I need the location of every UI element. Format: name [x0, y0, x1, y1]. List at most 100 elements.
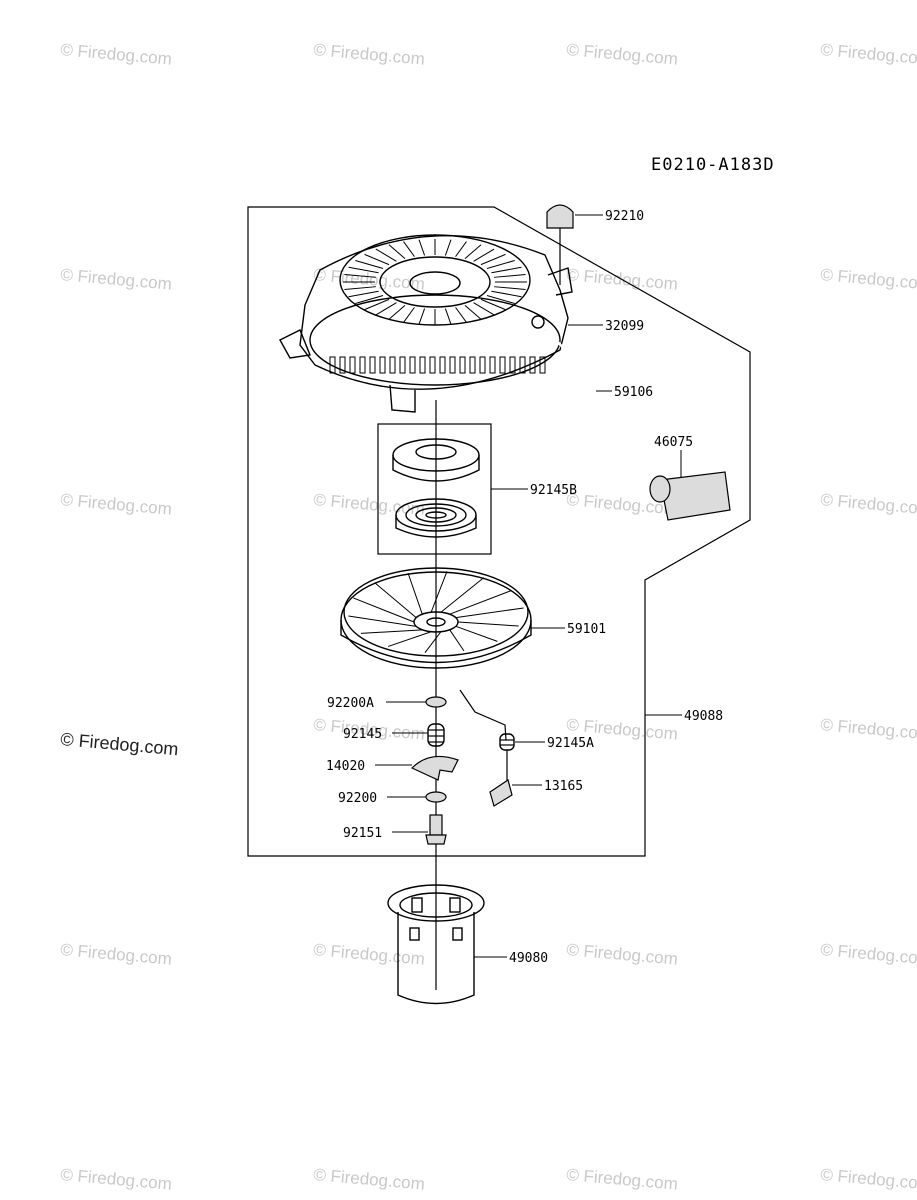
- watermark-text: © Firedog.com: [60, 490, 173, 519]
- cover-vent: [455, 241, 467, 257]
- callout-92145b[interactable]: 92145B: [530, 483, 577, 498]
- cover-vent: [455, 307, 467, 323]
- cover-side-slot: [509, 356, 516, 374]
- callout-92151[interactable]: 92151: [343, 826, 382, 841]
- cover-vent: [491, 266, 522, 274]
- cover-vent: [388, 305, 406, 320]
- cover-side-slot: [349, 356, 356, 374]
- callout-59101[interactable]: 59101: [567, 622, 606, 637]
- watermark-text: © Firedog.com: [820, 265, 917, 294]
- cover-vent: [486, 260, 515, 269]
- watermark-text: © Firedog.com: [60, 265, 173, 294]
- callout-13165[interactable]: 13165: [544, 779, 583, 794]
- watermark-text: © Firedog.com: [820, 940, 917, 969]
- watermark-layer: © Firedog.com © Firedog.com © Firedog.com ©…: [60, 40, 917, 1194]
- cover-side-slot: [529, 356, 536, 374]
- cover-side-slot: [439, 356, 446, 374]
- cover-vent: [355, 260, 384, 269]
- cover-vent: [348, 266, 379, 274]
- cover-vent: [375, 302, 397, 316]
- leader-lines: [375, 214, 682, 958]
- reel-blade: [440, 577, 485, 613]
- cover-vent: [355, 295, 384, 304]
- cover-vent: [388, 244, 406, 259]
- watermark-text: © Firedog.com: [313, 40, 426, 69]
- watermark-text: © Firedog.com: [60, 940, 173, 969]
- cover-side-slot: [479, 356, 486, 374]
- cover-vent: [444, 239, 452, 256]
- watermark-text: © Firedog.com: [820, 1165, 917, 1194]
- spring-small-part: [427, 723, 445, 747]
- cover-vent: [464, 244, 482, 259]
- cover-vent: [473, 248, 495, 262]
- cover-vent: [344, 286, 376, 290]
- reel-blade: [449, 629, 465, 652]
- cover-side-slot: [409, 356, 416, 374]
- callout-92200[interactable]: 92200: [338, 791, 377, 806]
- callout-92145a[interactable]: 92145A: [547, 736, 594, 751]
- ratchet-part: [410, 755, 459, 781]
- reel-part: [340, 567, 532, 669]
- cover-vent: [464, 305, 482, 320]
- recoil-cover-part: [279, 234, 573, 413]
- callout-49088[interactable]: 49088: [684, 709, 723, 724]
- watermark-text: © Firedog.com: [313, 1165, 426, 1194]
- cover-side-slot: [399, 356, 406, 374]
- cover-side-slot: [459, 356, 466, 374]
- cover-side-slot: [419, 356, 426, 374]
- callout-labels: 92210 32099 59106 46075 92145B 59101 490…: [326, 209, 723, 966]
- reel-blade: [449, 590, 512, 615]
- washer-part: [425, 791, 447, 803]
- reel-blade: [348, 615, 417, 627]
- reel-blade: [407, 572, 423, 615]
- callout-46075[interactable]: 46075: [654, 435, 693, 450]
- reel-blade: [388, 631, 432, 647]
- watermark-text: © Firedog.com: [566, 40, 679, 69]
- cover-side-slot: [339, 356, 346, 374]
- watermark-text: © Firedog.com: [313, 940, 426, 969]
- callout-59106[interactable]: 59106: [614, 385, 653, 400]
- cover-side-slot: [539, 356, 546, 374]
- callout-49080[interactable]: 49080: [509, 951, 548, 966]
- callout-92210[interactable]: 92210: [605, 209, 644, 224]
- cover-side-slot: [519, 356, 526, 374]
- starter-handle-part: [649, 471, 731, 521]
- cover-vent: [418, 239, 426, 256]
- callout-92200a[interactable]: 92200A: [327, 696, 374, 711]
- starter-pulley-part: [387, 884, 485, 1005]
- diagram-code: E0210-A183D: [651, 155, 775, 175]
- watermark-text: © Firedog.com: [60, 40, 173, 69]
- cover-vent: [403, 241, 415, 257]
- callout-92145[interactable]: 92145: [343, 727, 382, 742]
- spring-a-part: [499, 733, 515, 751]
- cover-vent: [494, 274, 526, 278]
- cap-nut-part: [546, 204, 574, 285]
- cover-vent: [403, 307, 415, 323]
- cover-side-slot: [429, 356, 436, 374]
- watermark-main: © Firedog.com: [60, 729, 180, 759]
- starter-rope-inner: [544, 329, 651, 486]
- cover-side-slot: [449, 356, 456, 374]
- cover-vent: [486, 295, 515, 304]
- watermark-text: © Firedog.com: [820, 490, 917, 519]
- watermark-text: © Firedog.com: [820, 40, 917, 69]
- callout-32099[interactable]: 32099: [605, 319, 644, 334]
- cover-vent: [494, 286, 526, 290]
- cover-vent: [344, 274, 376, 278]
- cover-side-slot: [499, 356, 506, 374]
- cover-side-slot: [359, 356, 366, 374]
- reel-blade: [455, 607, 524, 619]
- callout-14020[interactable]: 14020: [326, 759, 365, 774]
- cover-vent: [375, 248, 397, 262]
- cover-side-slot: [389, 356, 396, 374]
- cover-side-slot: [369, 356, 376, 374]
- watermark-text: © Firedog.com: [313, 265, 426, 294]
- assembly-outline: [247, 206, 751, 857]
- recoil-spring-part: [395, 498, 477, 538]
- cover-side-slot: [469, 356, 476, 374]
- cover-side-slot: [489, 356, 496, 374]
- watermark-text: © Firedog.com: [566, 1165, 679, 1194]
- spring-case-part: [392, 438, 480, 482]
- cover-side-slot: [379, 356, 386, 374]
